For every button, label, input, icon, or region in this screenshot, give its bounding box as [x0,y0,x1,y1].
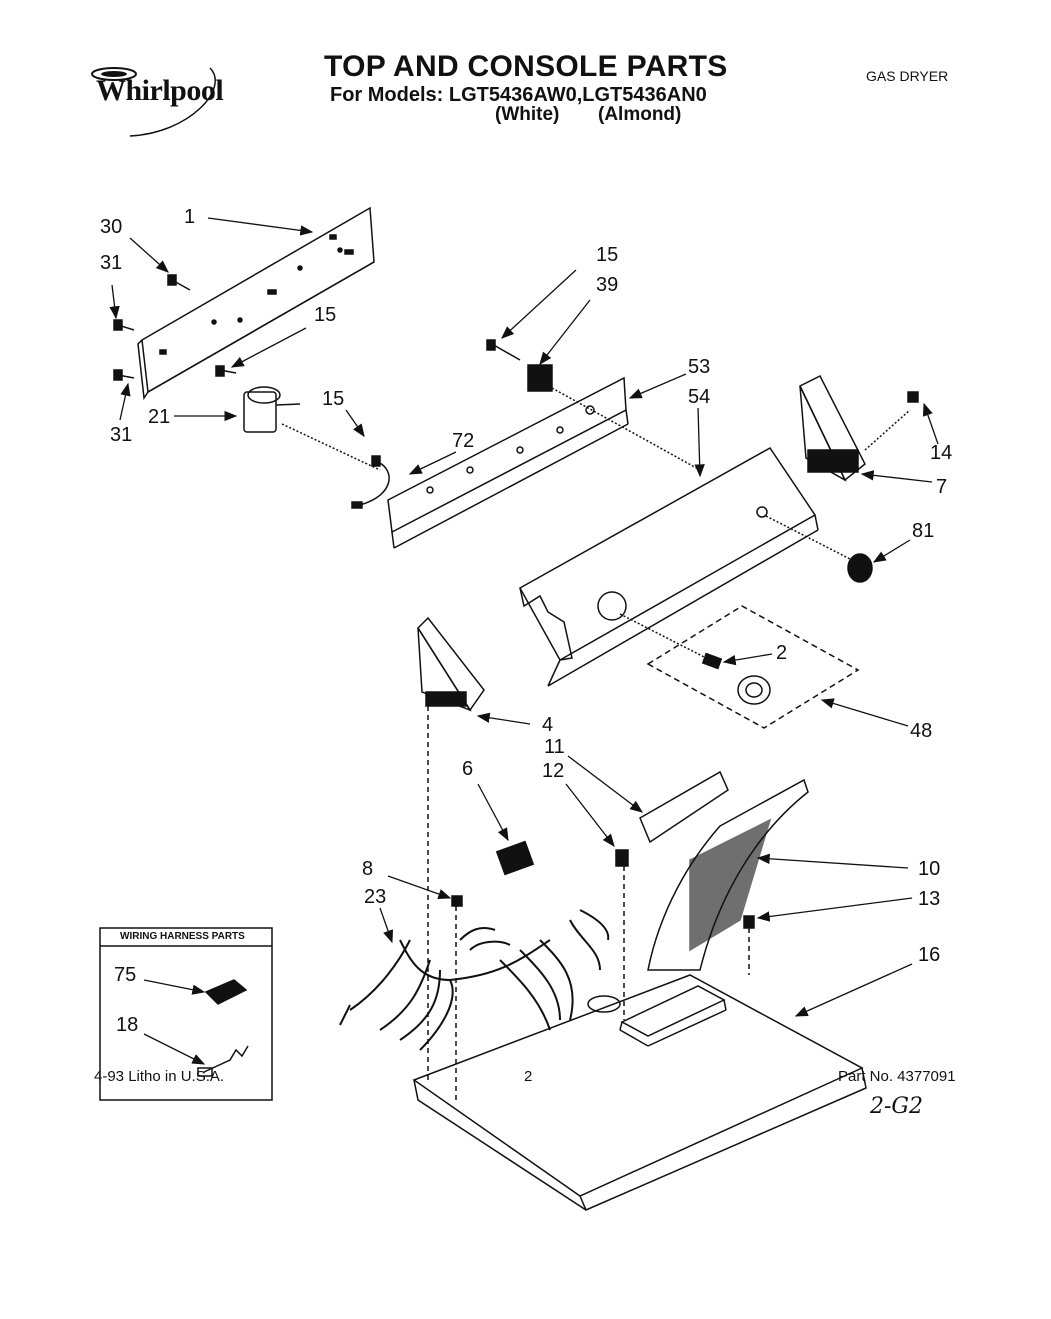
callout-11: 11 [544,736,565,758]
harness-box-title: WIRING HARNESS PARTS [120,931,245,942]
wiring-harness-inset [99,927,273,1101]
part-8 [451,895,463,1100]
callout-23: 23 [364,886,387,908]
callout-53: 53 [688,356,711,378]
callout-21: 21 [148,406,171,428]
control-bracket [351,376,629,549]
callout-1: 1 [184,206,196,228]
callout-13: 13 [918,888,941,910]
callout-54: 54 [688,386,711,408]
callout-12: 12 [542,760,565,782]
rear-bracket-plate [137,206,375,401]
callout-31-bottom: 31 [110,424,133,446]
variant-almond: (Almond) [598,104,682,125]
callout-7: 7 [936,476,948,498]
wiring-harness [339,909,610,1051]
screw-13 [743,915,755,975]
appliance-type: GAS DRYER [866,68,949,84]
knob-assembly-box [646,605,860,729]
callout-10: 10 [918,858,941,880]
end-cap-right [799,374,919,482]
knob-81 [847,553,873,583]
screws-left [113,274,237,381]
callout-18: 18 [116,1014,139,1036]
callout-6: 6 [462,758,474,780]
callout-15-left: 15 [314,304,337,326]
variant-white: (White) [495,104,560,125]
models-line: For Models: LGT5436AW0,LGT5436AN0 [330,84,707,106]
page-title: TOP AND CONSOLE PARTS [324,50,728,83]
callout-2: 2 [776,642,788,664]
part-number: Part No. 4377091 [838,1068,956,1085]
timer-motor [243,386,381,471]
callout-81: 81 [912,520,935,542]
callout-31-top: 31 [100,252,123,274]
handwritten-note: 2-G2 [870,1094,924,1119]
end-cap-left [417,616,485,1080]
litho-note: 4-93 Litho in U.S.A. [94,1068,225,1085]
control-panel [647,778,809,971]
whirlpool-logo: Whirlpool [80,58,250,140]
callout-48: 48 [910,720,933,742]
top-panel [412,974,867,1211]
callout-15-right: 15 [596,244,619,266]
callout-8: 8 [362,858,374,880]
logo-swoosh [91,67,216,137]
callout-16: 16 [918,944,941,966]
leader-arrows [109,217,939,1065]
callout-39: 39 [596,274,619,296]
callout-15-middle: 15 [322,388,345,410]
callout-75: 75 [114,964,137,986]
callout-72: 72 [452,430,475,452]
clip [486,339,701,471]
connector-6 [495,840,535,876]
callout-30: 30 [100,216,123,238]
console-panel [518,447,853,687]
page-number: 2 [524,1068,533,1085]
brand-logo-text: Whirlpool [96,74,224,107]
callout-4: 4 [542,714,554,736]
lamp-assembly [615,770,729,1020]
callout-14: 14 [930,442,953,464]
